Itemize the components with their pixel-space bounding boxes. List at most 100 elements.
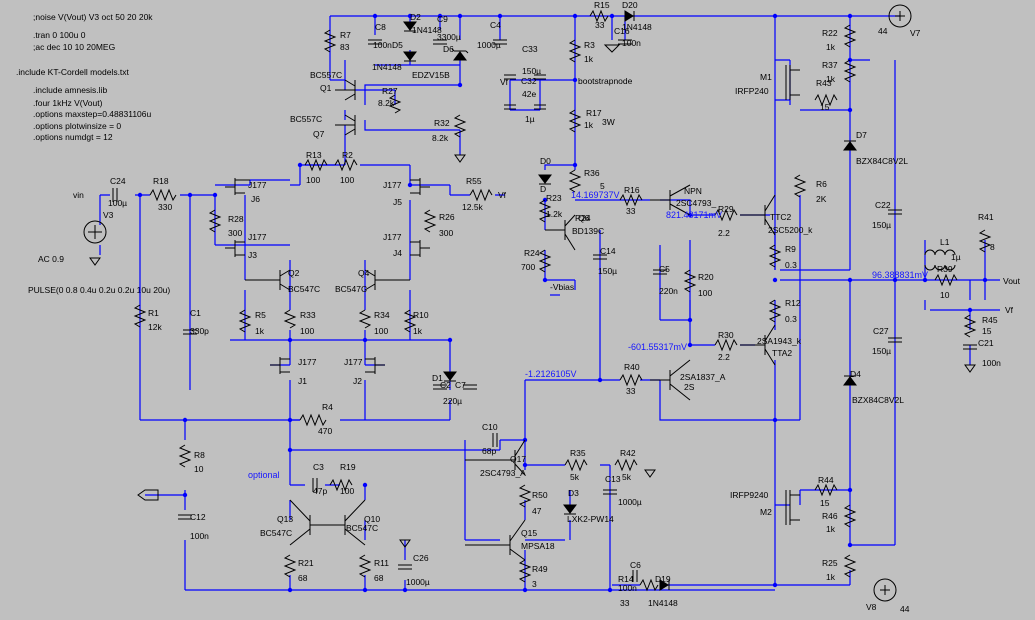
component-label: D19 [655,574,671,584]
resistor-R39 [934,273,958,287]
component-value: 300 [228,228,242,238]
component-label: J1 [298,376,307,386]
resistor-R7 [323,29,337,53]
ground-symbol [603,44,621,53]
component-value: 2.2 [718,352,730,362]
component-label: R23 [546,193,562,203]
voltage-readout: 96.388831mV [872,270,928,280]
component-label: J3 [248,250,257,260]
voltage-source-symbol [88,225,102,239]
directive: ;ac dec 10 10 20MEG [33,42,115,52]
component-label: R25 [822,558,838,568]
resistor-R2 [334,158,358,172]
component-value: 1µ [525,114,535,124]
component-value: 47 [532,506,542,516]
capacitor-C33 [504,74,516,110]
component-label: Q10 [364,514,380,524]
resistor-R6 [793,174,807,198]
component-label: R6 [816,179,827,189]
component-label: R35 [570,448,586,458]
component-value: 42e [522,89,536,99]
component-label: 2S [684,382,695,392]
component-value: 220µ [443,396,462,406]
component-value: 1k [826,572,836,582]
resistor-R19 [329,478,353,492]
component-label: BD139C [572,226,604,236]
transistor-Q1 [335,79,356,101]
capacitor-C27 [888,337,902,343]
component-label: L1 [940,237,950,247]
resistor-R1 [133,304,147,328]
resistor-R35 [564,458,588,472]
resistor-R12 [768,299,782,323]
resistor-R17 [568,109,582,133]
voltage-readout: -601.55317mV [628,342,687,352]
capacitor-C8 [368,39,382,45]
directive: .four 1kHz V(Vout) [33,98,103,108]
component-label: 2SA1837_A [680,372,726,382]
diode-D19 [659,579,670,591]
component-value: EDZV15B [412,70,450,80]
component-value: 0.3 [785,260,797,270]
component-label: R20 [698,272,714,282]
diode-D4 [843,375,857,386]
component-value: 1k [826,74,836,84]
transistor-Q13 [289,499,330,546]
voltage-source-V7 [888,4,912,28]
component-label: V7 [910,28,921,38]
component-label: BC547C [346,523,378,533]
voltage-source-V8 [873,578,897,602]
component-label: 2SC5200_k [768,225,813,235]
resistor-R37 [843,59,857,83]
component-value: 220n [659,286,678,296]
ground-symbol [89,257,101,266]
component-label: J177 [298,357,317,367]
capacitor-C4 [493,39,507,45]
component-label: R41 [978,212,994,222]
component-label: C16 [614,26,630,36]
capacitor-C9 [433,39,447,45]
component-label: R16 [624,185,640,195]
component-label: R11 [374,558,389,568]
component-label: BZX84C8V2L [856,156,908,166]
component-value: 33 [595,20,605,30]
net-label-vf: Vf [498,190,507,200]
spice-directives: ;noise V(Vout) V3 oct 50 20 20k .tran 0 … [16,12,170,295]
component-label: Q2 [288,268,300,278]
component-label: Q13 [277,514,293,524]
component-label: C33 [522,44,538,54]
component-label: R9 [785,244,796,254]
diode-D3 [563,504,577,515]
component-value: 150µ [872,220,891,230]
resistor-R34 [358,309,372,329]
component-value: 1.2k [546,209,563,219]
component-label: C5 [659,264,670,274]
voltage-source-V3 [83,220,107,244]
ground-symbol [454,154,466,163]
component-label: R32 [434,118,450,128]
component-label: IRFP9240 [730,490,769,500]
annotation-optional: optional [248,470,280,480]
component-label: R55 [466,176,482,186]
resistor-R40 [619,373,643,387]
component-label: R44 [818,475,834,485]
component-value: 10 [194,464,204,474]
capacitor-C22 [888,209,902,215]
component-value: 10 [940,290,950,300]
net-label-vf: Vf [500,77,509,87]
voltage-readout: 821.48171mV [666,210,722,220]
diode-D2 [403,21,417,32]
transistor-NPN [650,184,691,216]
jfet-J5 [410,178,430,195]
component-label: R28 [228,214,244,224]
component-label: R21 [298,558,314,568]
component-value: 1000µ [406,577,430,587]
component-value: 1k [584,120,594,130]
component-label: R42 [620,448,636,458]
resistor-R33 [283,309,297,329]
component-label: R10 [413,310,429,320]
component-label: BC557C [290,114,322,124]
diode-D1 [443,371,457,382]
resistor-R49 [518,559,532,583]
